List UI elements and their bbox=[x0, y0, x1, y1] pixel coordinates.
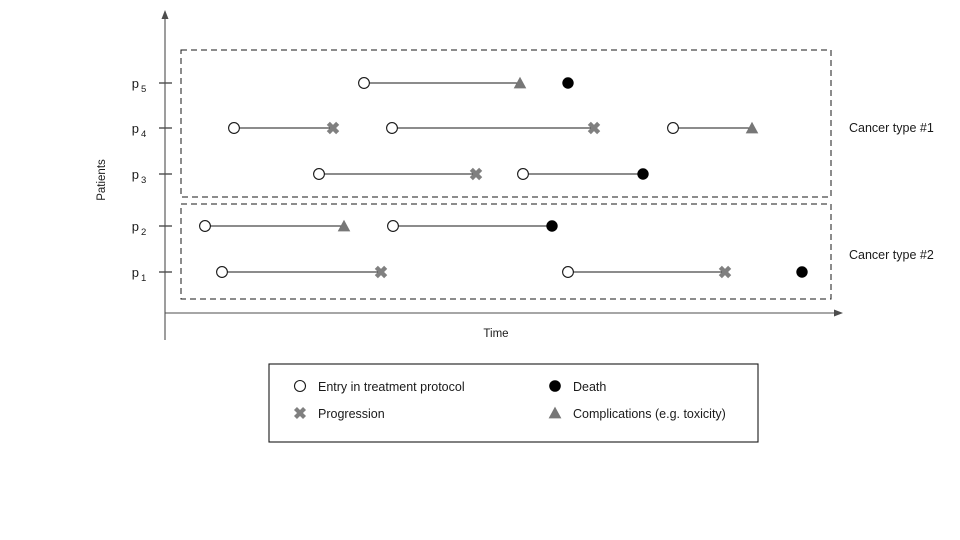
tick-label-p5: p bbox=[132, 76, 139, 91]
legend-marker-entry-icon bbox=[293, 379, 307, 393]
tick-label-p1: p bbox=[132, 265, 139, 280]
legend-label-death: Death bbox=[573, 380, 606, 394]
group-box-cancer-type-1 bbox=[180, 49, 832, 198]
marker-entry-p2 bbox=[387, 220, 399, 232]
legend-marker-complications-icon bbox=[548, 406, 562, 419]
timeline-row-p4 bbox=[228, 121, 759, 135]
group-label-cancer-type-1: Cancer type #1 bbox=[849, 121, 934, 135]
y-axis-arrow bbox=[161, 10, 169, 19]
y-axis bbox=[161, 10, 169, 340]
tick-label-p5-sub: 5 bbox=[141, 84, 146, 95]
marker-progression-p4 bbox=[326, 121, 340, 135]
marker-progression-p3 bbox=[469, 167, 483, 181]
tick-label-p3-sub: 3 bbox=[141, 175, 146, 186]
group-box-cancer-type-2 bbox=[180, 203, 832, 300]
marker-death-p1 bbox=[796, 266, 808, 278]
timeline-row-p3 bbox=[313, 167, 649, 181]
group-label-cancer-type-2: Cancer type #2 bbox=[849, 248, 934, 262]
marker-progression-p1 bbox=[718, 265, 732, 279]
marker-death-p3 bbox=[637, 168, 649, 180]
tick-label-p2-sub: 2 bbox=[141, 227, 146, 238]
legend-marker-progression-icon bbox=[293, 406, 307, 420]
x-axis-arrow bbox=[834, 309, 843, 317]
marker-entry-p5 bbox=[358, 77, 370, 89]
marker-complications-p5 bbox=[513, 76, 527, 89]
tick-label-p2: p bbox=[132, 219, 139, 234]
marker-complications-p2 bbox=[337, 219, 351, 232]
marker-complications-p4 bbox=[745, 121, 759, 134]
marker-entry-p4 bbox=[667, 122, 679, 134]
timeline-row-p5 bbox=[358, 76, 574, 89]
y-axis-title: Patients bbox=[96, 159, 108, 201]
marker-progression-p1 bbox=[374, 265, 388, 279]
timeline-series-layer bbox=[199, 76, 808, 279]
y-axis-tick-labels: p 5 p 4 p 3 p 2 p 1 bbox=[132, 76, 147, 284]
tick-label-p3: p bbox=[132, 167, 139, 182]
legend-border bbox=[268, 363, 759, 443]
legend-label-complications: Complications (e.g. toxicity) bbox=[573, 407, 726, 421]
y-axis-ticks bbox=[159, 82, 172, 273]
legend-label-entry: Entry in treatment protocol bbox=[318, 380, 465, 394]
tick-label-p4-sub: 4 bbox=[141, 129, 146, 140]
legend-label-progression: Progression bbox=[318, 407, 385, 421]
tick-label-p4: p bbox=[132, 121, 139, 136]
marker-entry-p3 bbox=[517, 168, 529, 180]
timeline-row-p2 bbox=[199, 219, 558, 232]
marker-entry-p4 bbox=[386, 122, 398, 134]
marker-death-p5 bbox=[562, 77, 574, 89]
x-axis-title: Time bbox=[483, 328, 508, 340]
x-axis bbox=[165, 309, 843, 317]
marker-entry-p4 bbox=[228, 122, 240, 134]
legend-marker-death-icon bbox=[549, 380, 561, 392]
marker-entry-p3 bbox=[313, 168, 325, 180]
marker-progression-p4 bbox=[587, 121, 601, 135]
timeline-row-p1 bbox=[216, 265, 808, 279]
marker-death-p2 bbox=[546, 220, 558, 232]
tick-label-p1-sub: 1 bbox=[141, 273, 146, 284]
marker-entry-p2 bbox=[199, 220, 211, 232]
marker-entry-p1 bbox=[216, 266, 228, 278]
marker-entry-p1 bbox=[562, 266, 574, 278]
legend: Entry in treatment protocol Progression … bbox=[268, 363, 759, 443]
